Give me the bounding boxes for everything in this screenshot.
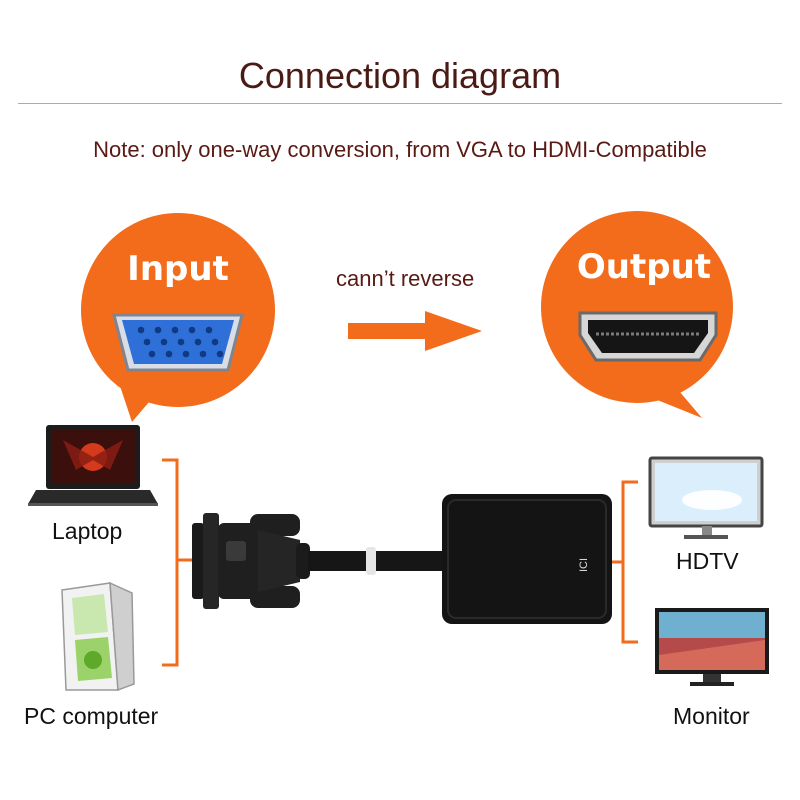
hdmi-adapter-icon: ICI — [442, 494, 612, 624]
adapter-port-text: ICI — [578, 558, 590, 572]
output-label: Output — [577, 247, 711, 287]
right-bracket — [610, 480, 638, 644]
monitor-icon — [655, 608, 769, 686]
device-label-laptop: Laptop — [52, 518, 123, 544]
device-label-monitor: Monitor — [673, 703, 750, 729]
device-label-hdtv: HDTV — [676, 548, 739, 574]
vga-cable-icon — [192, 513, 446, 609]
title-divider — [18, 103, 782, 104]
device-label-pc: PC computer — [24, 703, 159, 729]
direction-arrow — [348, 311, 482, 351]
pc-tower-icon — [61, 581, 135, 692]
left-bracket — [162, 458, 192, 667]
hdmi-port-icon — [578, 311, 718, 362]
hdtv-icon — [648, 456, 764, 539]
direction-note: cann’t reverse — [336, 266, 475, 291]
input-bubble: Input — [81, 213, 275, 422]
laptop-icon — [28, 425, 158, 506]
conversion-note: Note: only one-way conversion, from VGA … — [93, 137, 707, 162]
page-title: Connection diagram — [238, 55, 562, 96]
vga-port-icon — [112, 313, 244, 372]
input-label: Input — [127, 249, 229, 289]
output-bubble: Output — [541, 211, 733, 418]
